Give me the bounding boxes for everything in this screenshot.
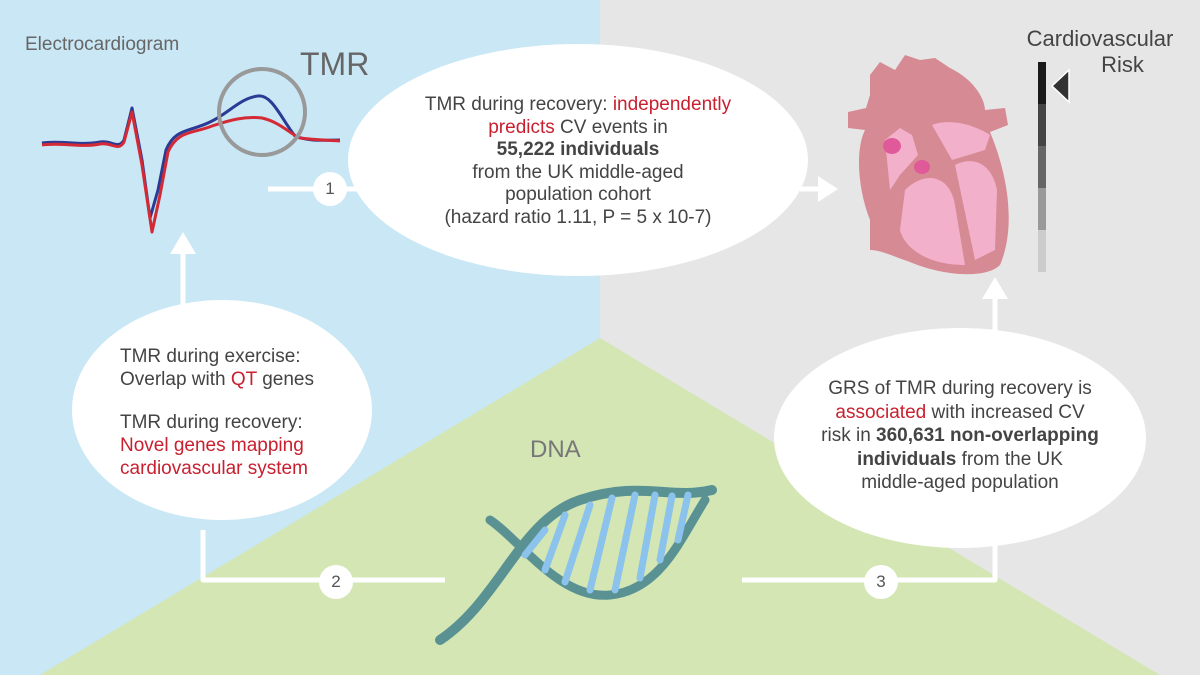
- text-line: middle-aged population: [861, 472, 1059, 493]
- highlight-text: predicts: [488, 116, 555, 138]
- text-span: genes: [256, 369, 314, 390]
- sample-size-text: 360,631 non-overlapping: [876, 425, 1099, 446]
- text-span: from the UK: [956, 448, 1063, 470]
- left-bubble: [72, 300, 372, 520]
- highlight-text: cardiovascular system: [120, 458, 308, 479]
- text-line: GRS of TMR during recovery is: [828, 378, 1092, 399]
- risk-scale: [1038, 62, 1046, 272]
- arrow-head-up-icon: [170, 232, 196, 254]
- highlight-text: Novel genes mapping: [120, 435, 304, 456]
- step-2-badge: 2: [319, 565, 353, 599]
- step-3-badge: 3: [864, 565, 898, 599]
- text-line: TMR during recovery:: [120, 412, 303, 433]
- arrow-head-right-icon: [818, 176, 838, 202]
- text-span: CV events in: [554, 116, 668, 138]
- risk-label-line1: Cardiovascular: [1026, 26, 1174, 51]
- sample-size-text: individuals: [857, 448, 957, 470]
- top-bubble-text: TMR during recovery: independently predi…: [388, 94, 768, 229]
- text-line: from the UK middle-aged: [472, 161, 684, 183]
- dna-helix-icon: [435, 485, 717, 645]
- arrow-head-up-icon: [982, 277, 1008, 299]
- tmr-label: TMR: [300, 46, 370, 82]
- left-bubble-text: TMR during exercise: Overlap with QT gen…: [120, 345, 340, 480]
- highlight-text: QT: [230, 369, 257, 390]
- top-bubble: [348, 44, 808, 276]
- dna-label: DNA: [530, 436, 581, 463]
- hazard-ratio-text: (hazard ratio 1.11, P = 5 x 10-7): [444, 206, 712, 228]
- step-1-badge: 1: [313, 172, 347, 206]
- text-span: risk in: [821, 425, 877, 446]
- right-bubble-text: GRS of TMR during recovery is associated…: [790, 377, 1130, 495]
- risk-label-line2: Risk: [1101, 52, 1144, 78]
- ecg-trace-icon: [41, 94, 341, 234]
- highlight-text: associated: [835, 401, 927, 423]
- heart-icon: [848, 55, 1009, 275]
- right-bubble: [774, 328, 1146, 548]
- sample-size-text: 55,222 individuals: [496, 139, 660, 160]
- text-line: population cohort: [505, 184, 651, 205]
- ecg-label: Electrocardiogram: [25, 34, 180, 55]
- risk-label: Cardiovascular Risk: [1000, 26, 1200, 79]
- risk-pointer-icon: [1050, 68, 1070, 104]
- highlight-text: independently: [612, 94, 732, 115]
- text-span: Overlap with: [120, 369, 231, 390]
- text-span: TMR during recovery:: [424, 94, 613, 115]
- text-line: TMR during exercise:: [120, 346, 301, 367]
- tmr-highlight-circle: [217, 67, 307, 157]
- text-span: with increased CV: [926, 401, 1085, 423]
